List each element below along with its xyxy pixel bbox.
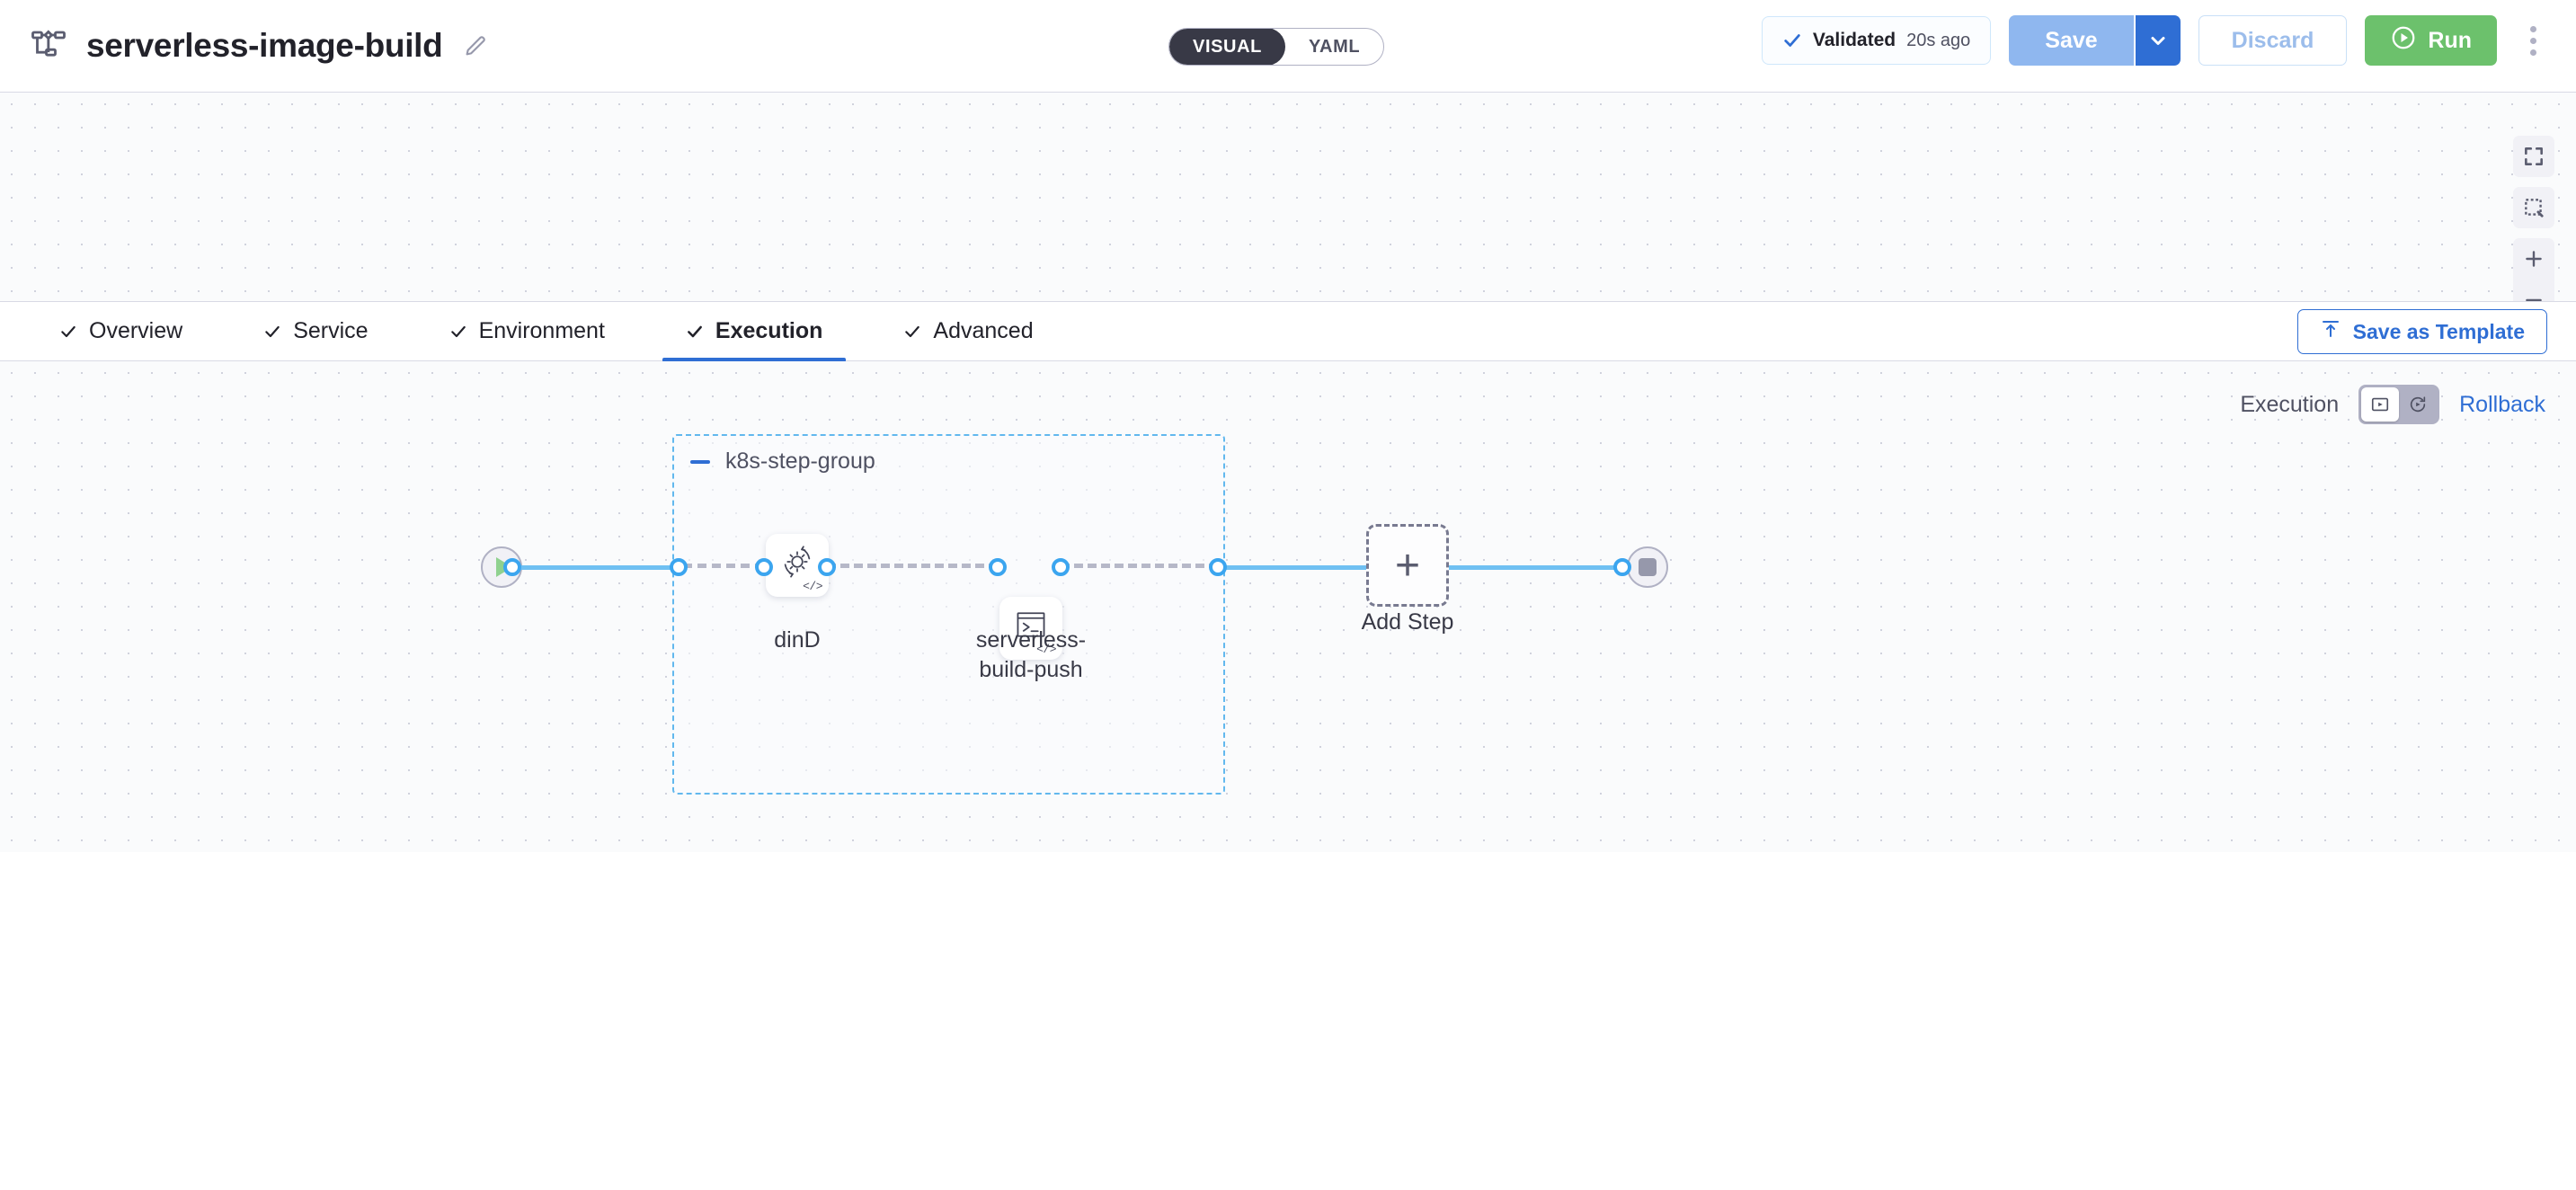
canvas-controls (2513, 136, 2554, 301)
step-group-k8s[interactable]: k8s-step-group (672, 434, 1225, 795)
save-dropdown-chevron-down-icon[interactable] (2133, 15, 2181, 66)
add-step-button[interactable]: + (1366, 524, 1449, 607)
vertical-dots-icon[interactable] (2515, 15, 2551, 66)
save-as-template-button[interactable]: Save as Template (2296, 309, 2547, 354)
play-circle-icon (2390, 24, 2417, 58)
port-group-out[interactable] (1209, 558, 1227, 576)
edge-dind-to-buildpush (827, 564, 998, 568)
port-exec-start-out[interactable] (503, 558, 521, 576)
edge-addstep-to-end (1449, 565, 1620, 570)
port-buildpush-out[interactable] (1052, 558, 1070, 576)
save-as-template-label: Save as Template (2352, 319, 2525, 343)
tab-label: Overview (89, 318, 183, 343)
port-group-in[interactable] (670, 558, 688, 576)
status-badge-validated: Validated 20s ago (1761, 16, 1992, 65)
tab-execution[interactable]: Execution (662, 302, 847, 362)
title-group: serverless-image-build (31, 27, 489, 65)
tab-advanced[interactable]: Advanced (880, 302, 1056, 361)
code-badge: </> (803, 580, 822, 593)
selection-box-icon[interactable] (2513, 187, 2554, 228)
tab-label: Environment (478, 318, 605, 343)
check-icon (686, 323, 704, 341)
save-split-button[interactable]: Save (2009, 15, 2181, 66)
plus-icon: + (1394, 541, 1421, 590)
header-actions: Validated 20s ago Save Discard Run (1761, 15, 2551, 66)
pencil-edit-icon[interactable] (462, 32, 489, 59)
tab-label: Service (293, 318, 369, 343)
tab-overview[interactable]: Overview (36, 302, 206, 361)
execution-end-node[interactable] (1627, 546, 1668, 588)
save-button[interactable]: Save (2009, 15, 2134, 66)
check-icon (903, 323, 921, 341)
run-button[interactable]: Run (2365, 15, 2497, 66)
rollback-arrow-icon[interactable] (2399, 387, 2437, 422)
edge-group-to-dind (683, 564, 764, 568)
run-label: Run (2428, 27, 2472, 53)
tab-environment[interactable]: Environment (426, 302, 628, 361)
minus-collapse-icon[interactable] (690, 459, 710, 464)
zoom-out-icon[interactable] (2513, 280, 2554, 301)
step-label-line-1: serverless- (975, 627, 1087, 653)
validated-timestamp: 20s ago (1906, 30, 1971, 50)
fit-to-screen-icon[interactable] (2513, 136, 2554, 177)
port-buildpush-in[interactable] (989, 558, 1007, 576)
code-badge: </> (1036, 643, 1056, 656)
pipeline-diagram-icon (31, 28, 67, 64)
port-exec-end-in[interactable] (1613, 558, 1631, 576)
check-icon (449, 323, 467, 341)
step-group-header: k8s-step-group (690, 448, 875, 475)
step-label-serverless-build-push: serverless- build-push (955, 629, 1107, 681)
tab-service[interactable]: Service (240, 302, 391, 361)
step-label-dind: dinD (774, 627, 821, 653)
zoom-in-icon[interactable] (2513, 238, 2554, 280)
step-group-title: k8s-step-group (725, 448, 875, 474)
execution-rollback-toggle-row: Execution Rollback (2240, 385, 2545, 424)
execution-canvas[interactable]: Execution Rollback k8s-step-group (0, 361, 2576, 852)
edge-start-to-group (512, 565, 683, 570)
stage-config-tabs: Overview Service Environment Execution A… (0, 302, 2576, 362)
check-icon (59, 323, 77, 341)
step-label-line-2: build-push (979, 657, 1083, 682)
mode-option-visual[interactable]: VISUAL (1169, 29, 1285, 65)
mode-toggle[interactable]: VISUAL YAML (1168, 28, 1385, 66)
discard-button[interactable]: Discard (2198, 15, 2348, 66)
add-step-label: Add Step (1361, 609, 1454, 635)
validated-label: Validated (1812, 30, 1896, 50)
tab-label: Execution (715, 318, 823, 343)
execution-play-box-icon[interactable] (2361, 387, 2400, 422)
stage-canvas[interactable]: </> combineImages + Add Stage (0, 93, 2576, 302)
template-upload-icon (2320, 318, 2341, 345)
edge-buildpush-to-groupout (1061, 564, 1218, 568)
port-dind-out[interactable] (818, 558, 836, 576)
execution-rollback-switch[interactable] (2358, 385, 2440, 424)
check-icon (1782, 31, 1802, 50)
step-node-serverless-build-push[interactable]: </> (999, 597, 1062, 660)
edge-group-to-addstep (1218, 565, 1366, 570)
check-icon (263, 323, 281, 341)
execution-label: Execution (2240, 391, 2340, 417)
stop-icon (1639, 558, 1657, 576)
rollback-label[interactable]: Rollback (2459, 391, 2545, 417)
port-dind-in[interactable] (755, 558, 773, 576)
mode-option-yaml[interactable]: YAML (1308, 37, 1361, 57)
page-title: serverless-image-build (86, 27, 443, 64)
tab-label: Advanced (933, 318, 1034, 343)
app-header: serverless-image-build VISUAL YAML Valid… (0, 0, 2576, 93)
